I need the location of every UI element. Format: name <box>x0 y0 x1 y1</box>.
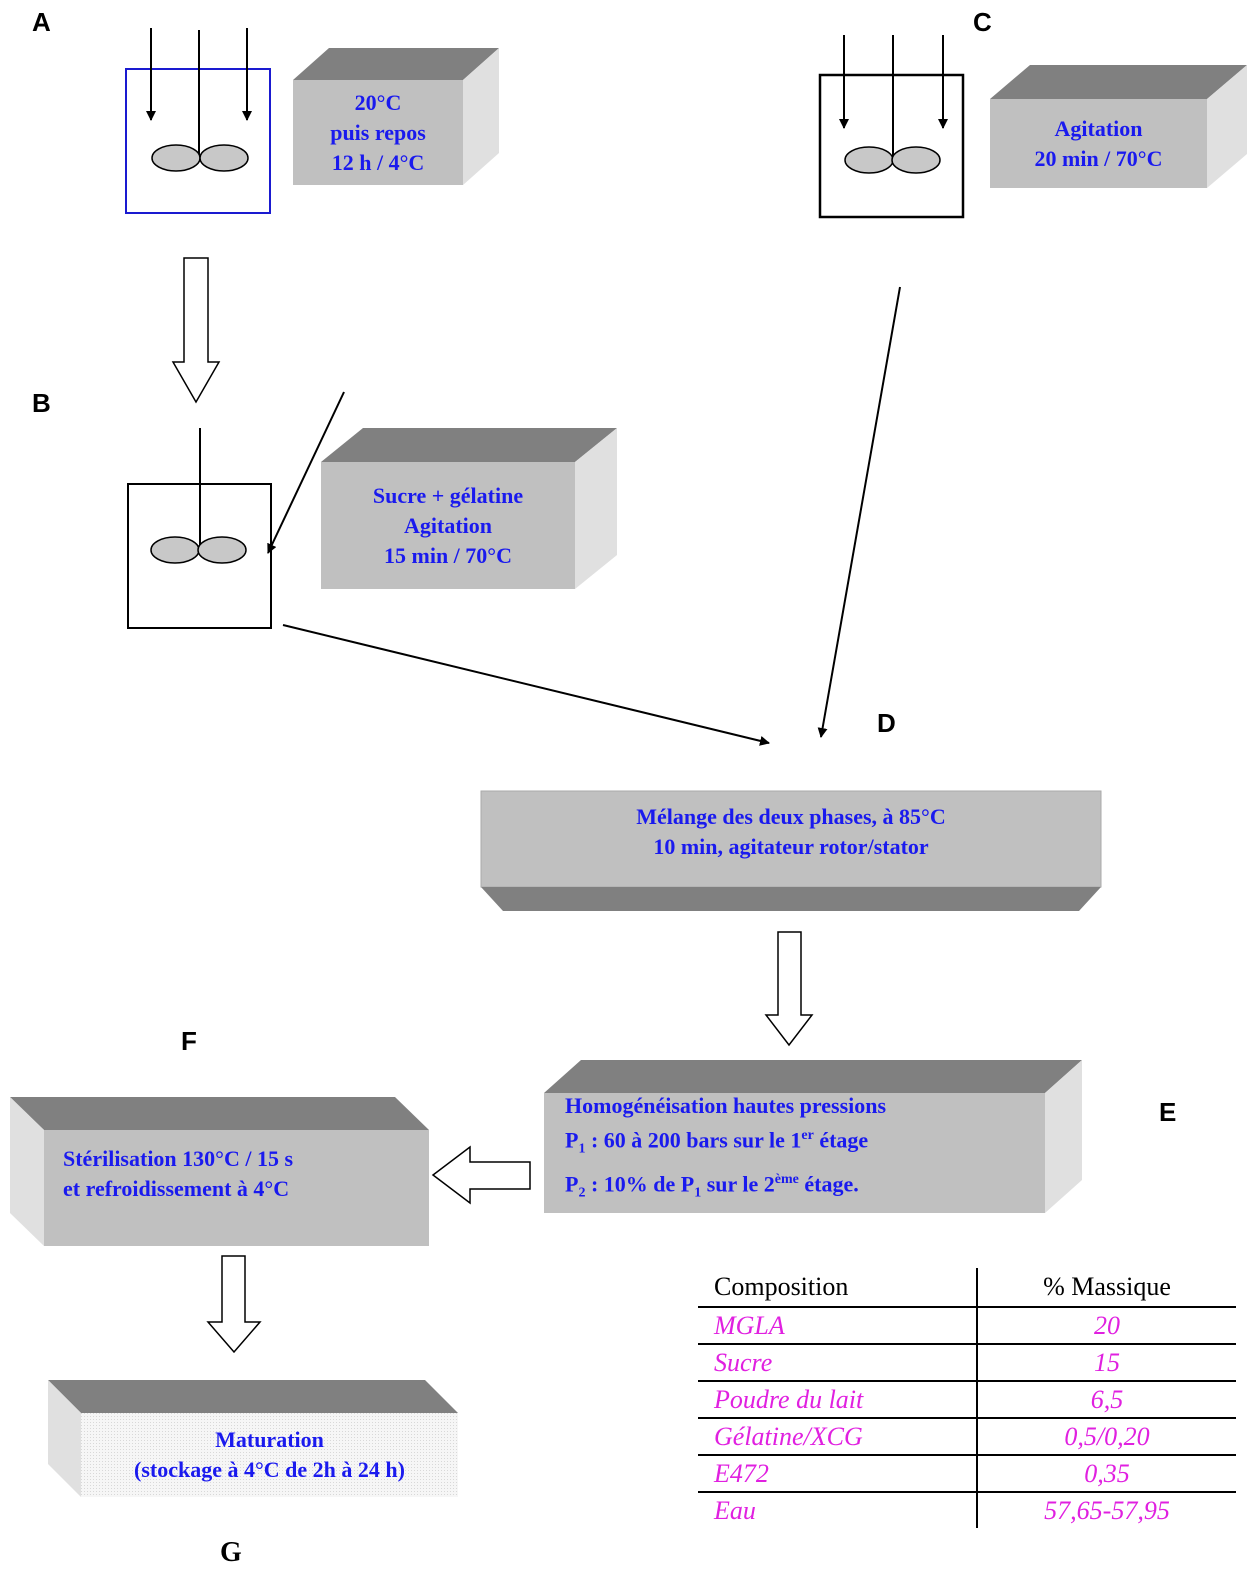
p1-text: : 60 à 200 bars sur le 1 <box>585 1127 802 1153</box>
p2-superscript: ème <box>774 1172 799 1187</box>
vessel-a <box>125 28 271 214</box>
p2-text: : 10% de P <box>585 1171 695 1197</box>
p1-superscript: er <box>801 1128 814 1144</box>
arrow-into-vessel-b <box>267 391 345 554</box>
p2-subscript: 2 <box>578 1185 586 1201</box>
box-g <box>48 1380 458 1497</box>
row-ingredient: Gélatine/XCG <box>698 1418 978 1456</box>
row-ingredient: Eau <box>698 1492 978 1528</box>
box-a-line-3: 12 h / 4°C <box>331 149 425 175</box>
table-row: MGLA 20 <box>698 1307 1236 1345</box>
row-percent: 20 <box>977 1307 1236 1345</box>
section-label-g: G <box>220 1537 242 1568</box>
row-percent: 6,5 <box>977 1381 1236 1419</box>
box-d-text: Mélange des deux phases, à 85°C 10 min, … <box>481 800 1101 864</box>
box-c-line-1: Agitation <box>1054 115 1143 141</box>
section-label-f: F <box>181 1026 197 1056</box>
section-label-c: C <box>973 7 992 37</box>
vessel-c <box>818 35 965 219</box>
box-b-line-2: Agitation <box>404 512 492 538</box>
box-e-line-3: P2 : 10% de P1 sur le 2ème étage. <box>565 1165 859 1209</box>
box-d-line-2: 10 min, agitateur rotor/stator <box>653 834 929 859</box>
box-a-text: 20°C puis repos 12 h / 4°C <box>293 80 463 185</box>
arrow-c-to-d <box>817 286 901 738</box>
box-a <box>293 48 499 185</box>
arrow-b-to-d <box>282 624 770 746</box>
section-label-a: A <box>32 7 51 37</box>
p1-symbol: P <box>565 1127 579 1153</box>
table-row: Sucre 15 <box>698 1344 1236 1382</box>
box-a-line-1: 20°C <box>354 89 402 115</box>
box-g-text: Maturation (stockage à 4°C de 2h à 24 h) <box>81 1424 458 1486</box>
p2-end: étage. <box>798 1171 859 1197</box>
hollow-arrow-a-to-b <box>171 257 221 404</box>
row-percent: 0,5/0,20 <box>977 1418 1236 1456</box>
box-g-line-1: Maturation <box>215 1427 324 1452</box>
p2-subscript-2: 1 <box>694 1185 702 1201</box>
table-row: Eau 57,65-57,95 <box>698 1492 1236 1528</box>
box-c <box>990 65 1247 188</box>
p1-subscript: 1 <box>578 1142 586 1157</box>
box-e-text: Homogénéisation hautes pressions P1 : 60… <box>565 1093 1035 1200</box>
header-mass-percent: % Massique <box>977 1268 1236 1308</box>
row-ingredient: MGLA <box>698 1307 978 1345</box>
vessel-b <box>127 428 272 629</box>
box-b-line-3: 15 min / 70°C <box>384 542 512 568</box>
section-label-e: E <box>1159 1097 1177 1127</box>
row-percent: 0,35 <box>977 1455 1236 1493</box>
hollow-arrow-e-to-f <box>431 1145 531 1205</box>
box-a-line-2: puis repos <box>330 119 426 145</box>
table-row: E472 0,35 <box>698 1455 1236 1493</box>
table-row: Poudre du lait 6,5 <box>698 1381 1236 1419</box>
p1-end: étage <box>813 1127 869 1153</box>
table-header-row: Composition % Massique <box>698 1268 1236 1308</box>
box-d <box>480 790 1102 911</box>
row-ingredient: E472 <box>698 1455 978 1493</box>
box-e <box>544 1060 1082 1213</box>
box-g-line-2: (stockage à 4°C de 2h à 24 h) <box>134 1457 405 1482</box>
header-composition: Composition <box>698 1268 978 1308</box>
p2-text-2: sur le 2 <box>701 1171 775 1197</box>
box-f-line-2: et refroidissement à 4°C <box>63 1176 290 1201</box>
hollow-arrow-f-to-g <box>206 1255 262 1354</box>
table-row: Gélatine/XCG 0,5/0,20 <box>698 1418 1236 1456</box>
box-e-line-2: P1 : 60 à 200 bars sur le 1er étage <box>565 1121 868 1165</box>
box-c-line-2: 20 min / 70°C <box>1034 145 1163 171</box>
section-label-d: D <box>877 708 896 738</box>
row-percent: 57,65-57,95 <box>1044 1495 1170 1525</box>
hollow-arrow-d-to-e <box>764 931 814 1047</box>
box-f-text: Stérilisation 130°C / 15 s et refroidiss… <box>63 1140 423 1208</box>
box-f-line-1: Stérilisation 130°C / 15 s <box>63 1146 294 1171</box>
row-percent: 15 <box>977 1344 1236 1382</box>
row-ingredient: Sucre <box>698 1344 978 1382</box>
box-d-line-1: Mélange des deux phases, à 85°C <box>636 804 946 829</box>
composition-table: Composition % Massique MGLA 20 Sucre 15 … <box>698 1268 1236 1528</box>
box-e-line-1: Homogénéisation hautes pressions <box>565 1093 887 1119</box>
box-b-text: Sucre + gélatine Agitation 15 min / 70°C <box>321 462 575 589</box>
row-ingredient: Poudre du lait <box>698 1381 978 1419</box>
box-f <box>10 1097 429 1246</box>
box-c-text: Agitation 20 min / 70°C <box>990 99 1207 188</box>
section-label-b: B <box>32 388 51 418</box>
box-b-line-1: Sucre + gélatine <box>372 482 524 508</box>
p2-symbol: P <box>565 1171 579 1197</box>
box-b <box>321 428 617 589</box>
